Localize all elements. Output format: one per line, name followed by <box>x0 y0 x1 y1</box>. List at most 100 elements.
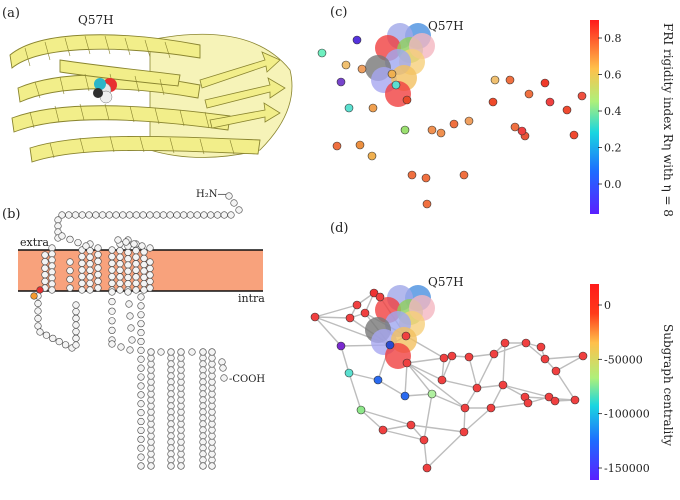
topology-bead <box>147 414 155 422</box>
topology-bead <box>49 334 57 343</box>
topology-bead <box>82 242 90 250</box>
topology-bead <box>94 277 102 285</box>
graph-edge <box>314 316 351 319</box>
graph-node <box>360 308 370 318</box>
topology-bead <box>108 340 116 348</box>
graph-edge <box>441 379 478 389</box>
topology-bead <box>34 322 42 330</box>
topology-bead <box>116 273 124 281</box>
topology-bead <box>227 211 235 219</box>
graph-edge <box>406 362 433 395</box>
topology-bead <box>147 354 155 362</box>
topology-bead <box>41 264 49 272</box>
panel-d-mutation-label: Q57H <box>428 275 464 289</box>
topology-bead <box>199 366 207 374</box>
topology-bead <box>180 211 188 219</box>
topology-bead <box>199 462 207 470</box>
panel-d-colorbar-ticks: 0-50000-100000-150000 <box>598 299 650 475</box>
topology-bead <box>137 346 145 354</box>
panel-d-colorbar-title: Subgraph centrality <box>661 324 675 446</box>
graph-node <box>373 375 383 385</box>
topology-beads <box>30 192 243 470</box>
topology-bead <box>78 266 86 274</box>
topology-bead <box>108 266 116 274</box>
topology-bead <box>147 444 155 452</box>
residue-dot <box>355 140 365 150</box>
colorbar-tick-label: -50000 <box>604 353 643 366</box>
topology-bead <box>139 211 147 219</box>
topology-bead <box>94 284 102 292</box>
panel-c: (c) Q57H 0.80.60.40.20.0 FRI rigidity in… <box>317 5 675 217</box>
topology-bead <box>146 271 154 279</box>
topology-bead <box>54 222 62 230</box>
topology-bead <box>30 292 38 300</box>
topology-bead <box>140 267 148 275</box>
graph-node <box>402 358 412 368</box>
topology-bead <box>48 250 56 258</box>
topology-bead <box>199 372 207 380</box>
residue-dot <box>577 91 587 101</box>
graph-edge <box>476 353 495 389</box>
topology-bead <box>94 271 102 279</box>
graph-edge <box>348 372 362 411</box>
topology-bead <box>140 286 148 294</box>
topology-bead <box>137 400 145 408</box>
topology-bead <box>147 402 155 410</box>
graph-node <box>419 435 429 445</box>
topology-bead <box>48 262 56 270</box>
topology-bead <box>230 199 238 207</box>
topology-bead <box>177 384 185 392</box>
graph-edge <box>544 355 584 360</box>
topology-bead <box>199 384 207 392</box>
topology-bead <box>199 396 207 404</box>
topology-bead <box>112 211 120 219</box>
topology-bead <box>207 211 215 219</box>
topology-bead <box>208 444 216 452</box>
topology-bead <box>108 317 116 325</box>
topology-bead <box>147 426 155 434</box>
topology-bead <box>114 236 122 244</box>
topology-bead <box>130 240 138 248</box>
topology-bead <box>72 308 80 316</box>
topology-bead <box>108 273 116 281</box>
residue-dot <box>569 130 579 140</box>
topology-bead <box>137 382 145 390</box>
topology-bead <box>126 211 134 219</box>
topology-bead <box>137 417 145 426</box>
topology-bead <box>72 301 80 309</box>
topology-bead <box>177 450 185 458</box>
residue-dot <box>422 199 432 209</box>
topology-bead <box>147 372 155 380</box>
topology-bead <box>177 462 185 470</box>
topology-bead <box>177 354 185 362</box>
graph-node <box>459 427 469 437</box>
graph-node <box>344 368 354 378</box>
topology-bead <box>119 211 127 219</box>
topology-bead <box>116 279 124 288</box>
topology-bead <box>94 257 102 265</box>
topology-bead <box>167 372 175 380</box>
topology-bead <box>48 244 56 252</box>
topology-bead <box>199 438 207 446</box>
topology-bead <box>137 302 145 310</box>
topology-bead <box>167 420 175 428</box>
panel-d-graph-edges <box>314 292 584 469</box>
colorbar-tick-label: 0.0 <box>604 178 622 191</box>
topology-bead <box>219 364 227 372</box>
topology-bead <box>137 453 145 461</box>
residue-dot <box>357 64 367 74</box>
topology-bead <box>208 456 216 464</box>
topology-bead <box>72 328 80 336</box>
residue-dot <box>332 141 342 151</box>
topology-bead <box>208 360 216 368</box>
topology-bead <box>41 251 49 259</box>
graph-edge <box>382 429 425 441</box>
topology-bead <box>48 256 56 264</box>
graph-node <box>489 349 499 359</box>
topology-bead <box>220 374 228 382</box>
topology-bead <box>167 360 175 368</box>
topology-bead <box>199 450 207 458</box>
topology-bead <box>108 253 116 261</box>
topology-bead <box>137 328 145 337</box>
